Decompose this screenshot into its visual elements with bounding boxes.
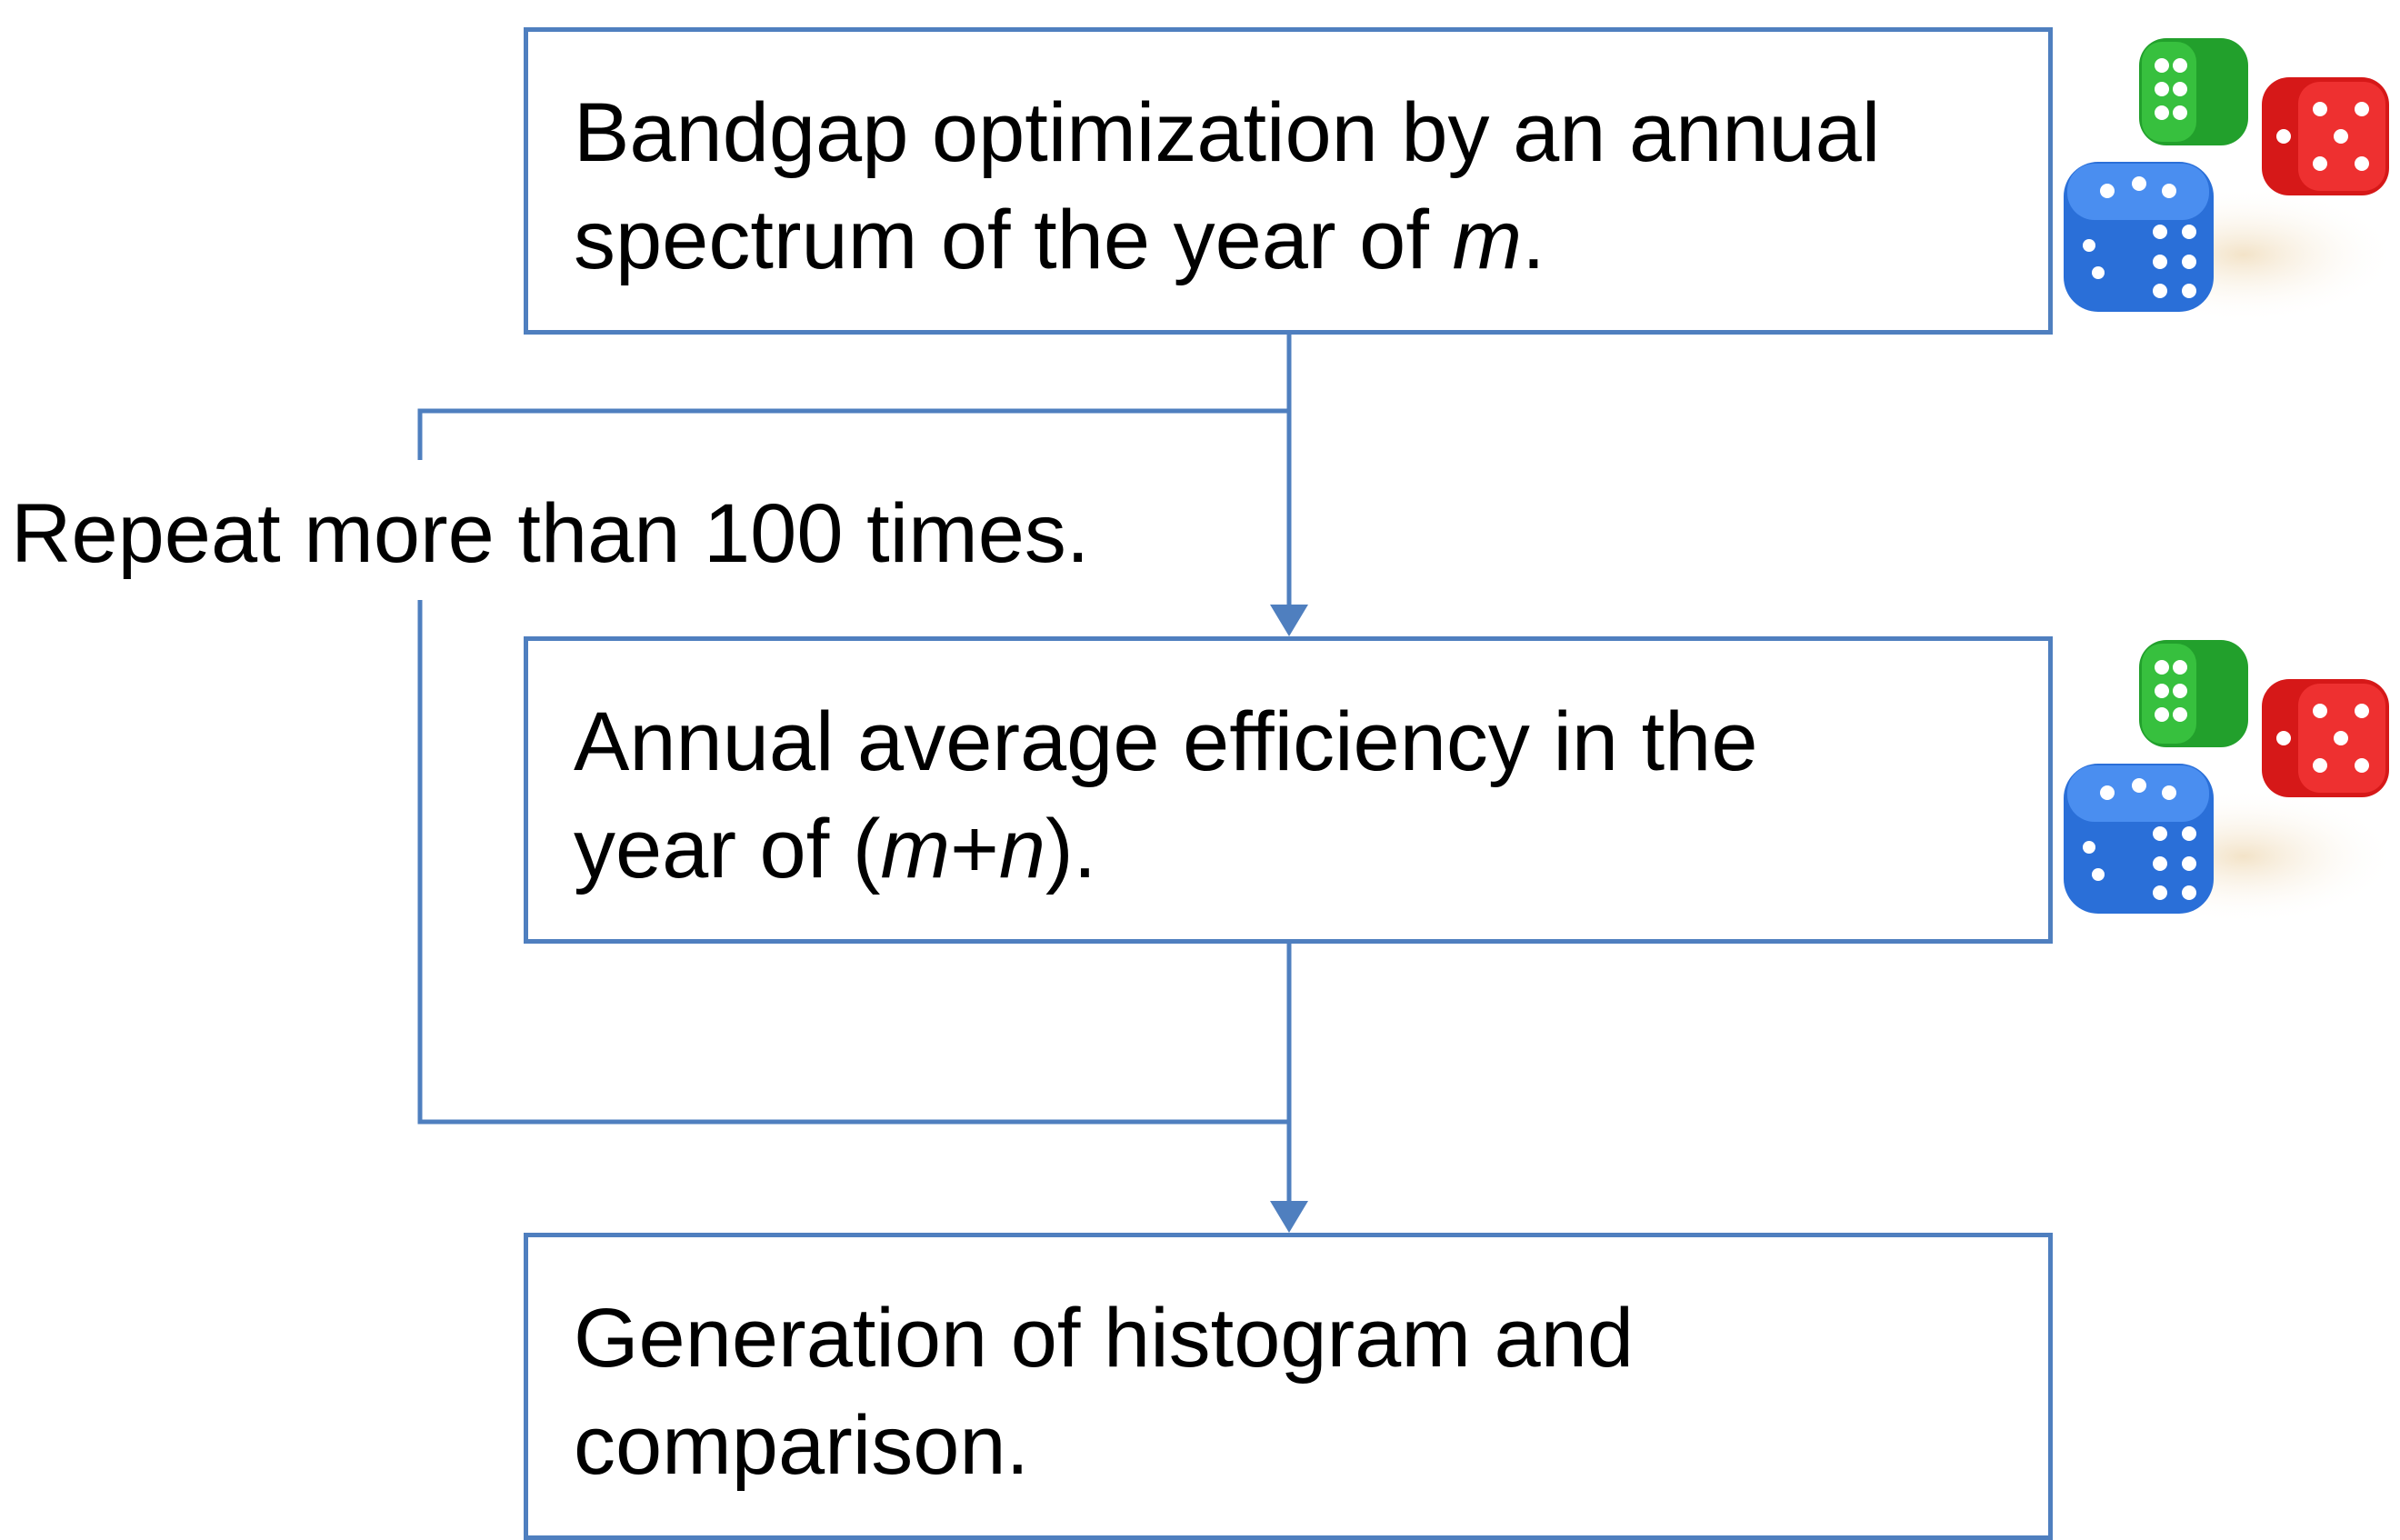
step-text-line: comparison. bbox=[574, 1399, 1030, 1492]
arrowhead-to-step2 bbox=[1270, 605, 1308, 636]
blue-die bbox=[2064, 162, 2214, 312]
loop-label: Repeat more than 100 times. bbox=[11, 480, 1090, 587]
step-text: Annual average efficiency in the year of… bbox=[574, 688, 1758, 903]
loop-line-top bbox=[417, 408, 1289, 460]
step-text-line: Generation of histogram and bbox=[574, 1292, 1635, 1385]
text-segment: ). bbox=[1045, 803, 1097, 895]
blue-die bbox=[2064, 764, 2214, 914]
variable-m: m bbox=[1452, 194, 1523, 286]
green-die bbox=[2139, 640, 2248, 747]
step-text-line: Bandgap optimization by an annual bbox=[574, 86, 1881, 179]
variable-n: n bbox=[998, 803, 1045, 895]
step-box-histogram-generation: Generation of histogram and comparison. bbox=[524, 1233, 2053, 1540]
arrowhead-to-step3 bbox=[1270, 1201, 1308, 1233]
red-die bbox=[2262, 679, 2389, 797]
step-text-line: Annual average efficiency in the bbox=[574, 695, 1758, 788]
loop-line-bottom bbox=[417, 600, 1289, 1125]
step-text: Generation of histogram and comparison. bbox=[574, 1285, 1634, 1499]
step-text-line: spectrum of the year of m. bbox=[574, 186, 1880, 294]
red-die bbox=[2262, 77, 2389, 195]
text-segment: spectrum of the year of bbox=[574, 194, 1453, 286]
text-segment: . bbox=[1522, 194, 1545, 286]
variable-m: m bbox=[880, 803, 951, 895]
step-box-bandgap-optimization: Bandgap optimization by an annual spectr… bbox=[524, 27, 2053, 335]
step-text-line: year of (m+n). bbox=[574, 795, 1758, 903]
step-box-annual-efficiency: Annual average efficiency in the year of… bbox=[524, 636, 2053, 944]
dice-icon bbox=[2064, 38, 2398, 323]
text-segment: + bbox=[950, 803, 999, 895]
dice-icon bbox=[2064, 640, 2398, 925]
green-die bbox=[2139, 38, 2248, 145]
text-segment: year of ( bbox=[574, 803, 881, 895]
step-text: Bandgap optimization by an annual spectr… bbox=[574, 79, 1880, 294]
